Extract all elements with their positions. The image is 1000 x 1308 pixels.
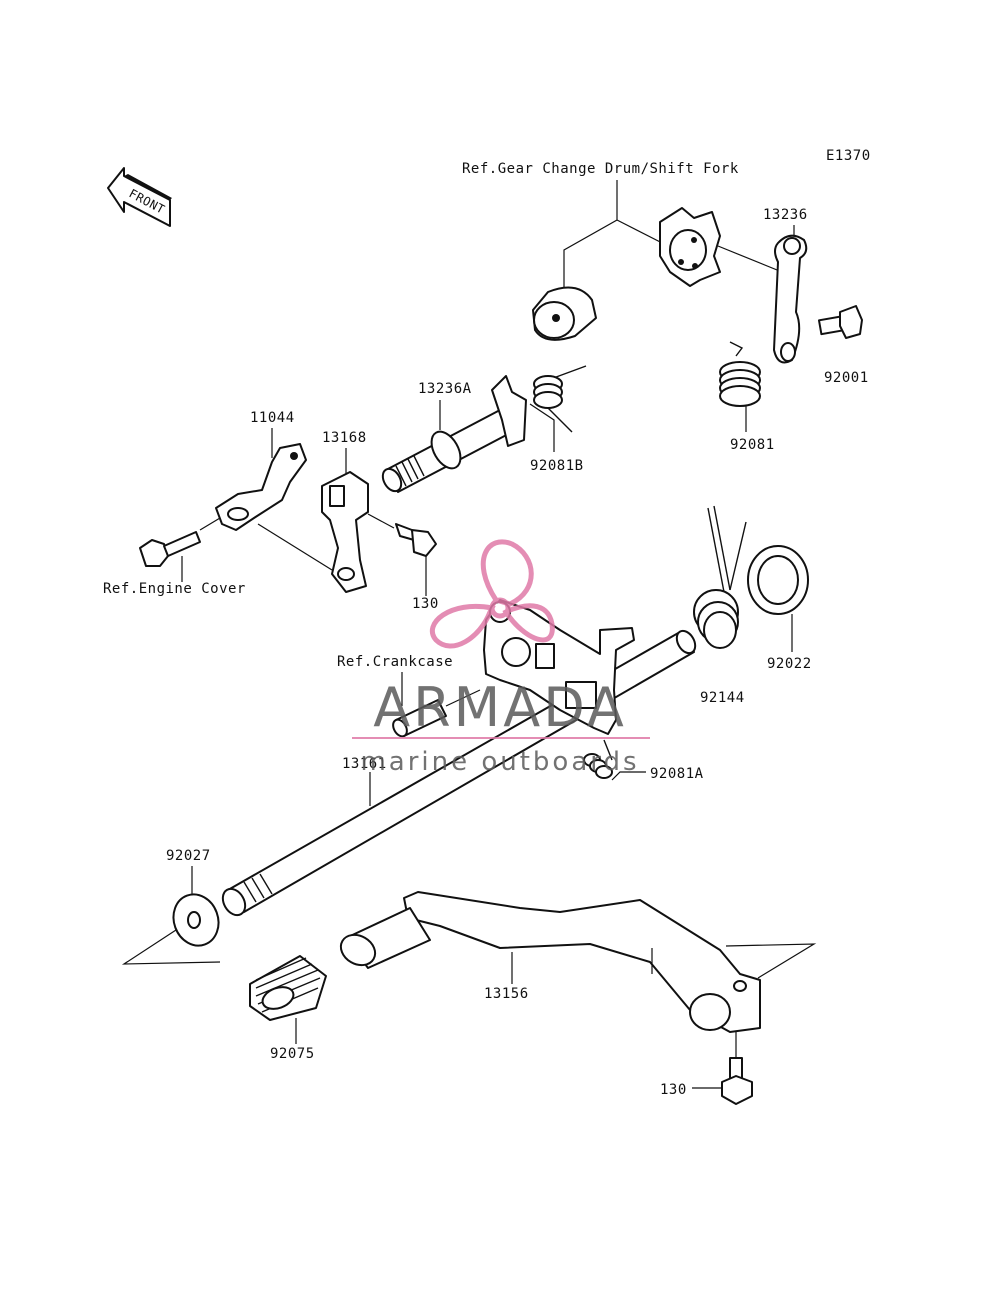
positioning-lever-part	[773, 234, 808, 364]
part-label-13236A: 13236A	[418, 381, 472, 397]
armada-watermark-logo: ARMADA marine outboards	[352, 539, 650, 777]
part-label-92001: 92001	[824, 370, 869, 386]
washer-92027-part	[172, 893, 220, 947]
spring-92081A-part	[583, 739, 613, 779]
bolt-130-upper-part	[367, 513, 437, 557]
part-label-92075: 92075	[270, 1046, 315, 1062]
part-label-92144: 92144	[700, 690, 745, 706]
part-label-13236: 13236	[763, 207, 808, 223]
spring-92081B-part	[533, 365, 587, 433]
pedal-rubber-92075-part	[249, 955, 327, 1021]
part-label-130-upper: 130	[412, 596, 439, 612]
ref-crankcase-label: Ref.Crankcase	[337, 654, 453, 670]
spring-92144-part	[693, 505, 747, 649]
part-label-11044: 11044	[250, 410, 295, 426]
part-label-92027: 92027	[166, 848, 211, 864]
bolt-92001-part	[817, 305, 863, 339]
watermark-brand: ARMADA	[373, 676, 627, 739]
crankcase-pin-part	[392, 689, 481, 738]
propeller-icon	[429, 539, 555, 649]
washer-92022-part	[747, 545, 809, 615]
part-label-13161: 13161	[342, 756, 387, 772]
watermark-tagline: marine outboards	[360, 747, 639, 777]
shift-arm-13168-part	[321, 471, 369, 593]
part-label-13168: 13168	[322, 430, 367, 446]
ref-engine-cover-label: Ref.Engine Cover	[103, 581, 246, 597]
engine-cover-bolt-part	[139, 517, 221, 567]
bolt-130-lower-part	[721, 1032, 753, 1105]
front-arrow-icon: FRONT	[107, 167, 172, 227]
part-label-92022: 92022	[767, 656, 812, 672]
ref-gear-change-drum-label: Ref.Gear Change Drum/Shift Fork	[462, 161, 739, 177]
part-label-130-lower: 130	[660, 1082, 687, 1098]
shift-lever-shaft-part	[381, 375, 527, 493]
diagram-code: E1370	[826, 148, 871, 164]
spring-92081-part	[719, 341, 761, 407]
part-label-92081B: 92081B	[530, 458, 584, 474]
bracket-11044-part	[215, 443, 307, 531]
part-label-92081: 92081	[730, 437, 775, 453]
shift-pedal-13156-part	[339, 891, 761, 1033]
gear-change-drum-part	[532, 286, 597, 341]
shift-drum-cam-part	[659, 207, 721, 287]
part-label-13156: 13156	[484, 986, 529, 1002]
part-label-92081A: 92081A	[650, 766, 704, 782]
